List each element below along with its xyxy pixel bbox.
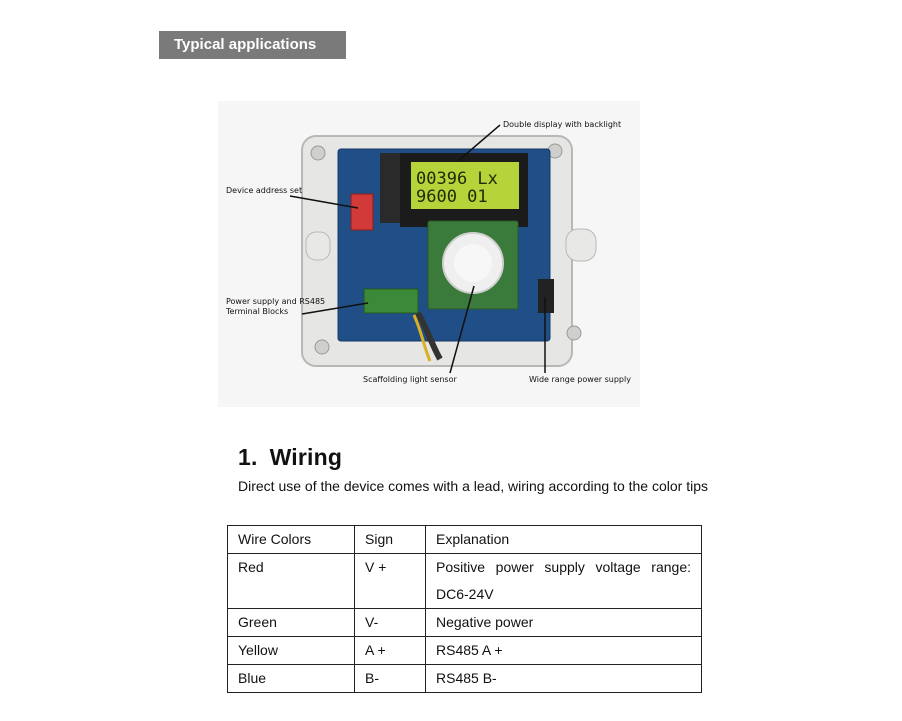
sign-cell: B- (354, 664, 426, 693)
header-cell: Wire Colors (227, 525, 355, 554)
explanation-cell: Negative power (425, 608, 702, 637)
explanation-cell: RS485 A + (425, 636, 702, 665)
callout-address: Device address set (226, 186, 302, 195)
callout-power-terminal-line1: Power supply and RS485 (226, 297, 325, 306)
screw-hole-icon (566, 325, 582, 341)
terminal-block (363, 288, 419, 314)
wire-color-cell: Blue (227, 664, 355, 693)
explanation-cell: Positive power supply voltage range: DC6… (425, 553, 702, 609)
callout-line (457, 124, 501, 162)
wire-color-cell: Green (227, 608, 355, 637)
header-cell: Sign (354, 525, 426, 554)
table-row: Blue B- RS485 B- (227, 664, 702, 693)
mounting-ear-left (305, 231, 331, 261)
pin-header (380, 153, 400, 223)
screw-hole-icon (314, 339, 330, 355)
pir-lens (454, 244, 492, 282)
section-banner: Typical applications (159, 31, 346, 59)
device-illustration: 00396 Lx 9600 01 Double display with bac… (225, 120, 631, 384)
table-row: Green V- Negative power (227, 608, 702, 637)
lcd-screen (411, 162, 519, 209)
section-heading: 1. Wiring (238, 444, 342, 471)
callout-light-sensor: Scaffolding light sensor (363, 375, 457, 384)
table-row: Yellow A + RS485 A + (227, 636, 702, 665)
wire-color-cell: Yellow (227, 636, 355, 665)
power-connector (538, 279, 554, 313)
callout-display: Double display with backlight (503, 120, 621, 129)
intro-paragraph: Direct use of the device comes with a le… (238, 478, 709, 494)
callout-power-terminal-line2: Terminal Blocks (225, 307, 288, 316)
heading-number: 1. (238, 444, 258, 470)
wiring-table: Wire Colors Sign Explanation Red V + Pos… (227, 525, 702, 693)
screw-hole-icon (310, 145, 326, 161)
device-photo: 00396 Lx 9600 01 Double display with bac… (218, 101, 640, 407)
callout-line (301, 302, 369, 315)
cable (415, 311, 443, 361)
table-row: Red V + Positive power supply voltage ra… (227, 553, 702, 609)
table-header-row: Wire Colors Sign Explanation (227, 525, 702, 554)
callout-line (289, 195, 359, 209)
cable-wire (412, 314, 432, 362)
lcd-line-2: 9600 01 (416, 187, 488, 207)
section-title: Typical applications (174, 36, 317, 53)
heading-title: Wiring (269, 444, 343, 470)
dip-switch (350, 193, 374, 231)
lcd-line-1: 00396 Lx (416, 169, 498, 189)
explanation-cell: RS485 B- (425, 664, 702, 693)
callout-power-supply: Wide range power supply (529, 375, 631, 384)
mounting-ear-right (565, 228, 597, 262)
sign-cell: V + (354, 553, 426, 609)
sign-cell: A + (354, 636, 426, 665)
sign-cell: V- (354, 608, 426, 637)
callout-line (449, 285, 475, 374)
wire-color-cell: Red (227, 553, 355, 609)
header-cell: Explanation (425, 525, 702, 554)
